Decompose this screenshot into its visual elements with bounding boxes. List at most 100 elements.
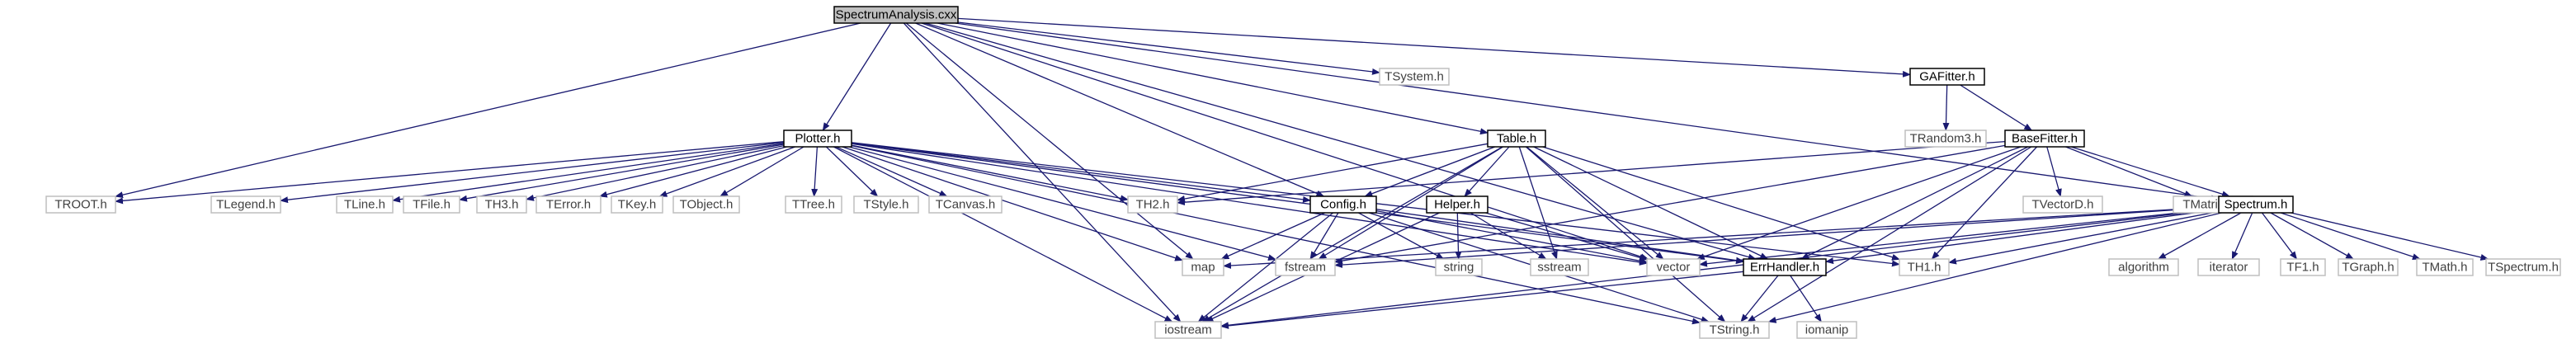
node-label-helper: Helper.h: [1434, 198, 1480, 212]
edges-layer: [115, 17, 2489, 329]
edge-basefitter-to-errhandler: [1800, 146, 2029, 260]
node-box-plotter: [783, 129, 852, 148]
node-box-helper: [1426, 195, 1489, 214]
node-label-spectrumanalysis: SpectrumAnalysis.cxx: [836, 8, 957, 22]
edge-plotter-to-tobject: [719, 146, 804, 197]
node-errhandler[interactable]: ErrHandler.h: [1743, 258, 1827, 276]
node-box-ttree: [785, 195, 842, 214]
node-box-tfile: [403, 195, 460, 214]
node-tstring: TString.h: [1699, 321, 1770, 339]
edge-table-to-tstring: [1525, 146, 1726, 323]
node-config[interactable]: Config.h: [1309, 195, 1377, 214]
edge-plotter-to-tstyle: [825, 146, 879, 197]
edge-basefitter-to-vector: [1696, 146, 2022, 260]
edge-spectrumanalysis-to-troot: [115, 22, 861, 199]
edge-spectrumanalysis-to-errhandler: [925, 22, 1757, 261]
edge-plotter-to-errhandler: [851, 142, 1744, 265]
node-box-tcanvas: [928, 195, 1003, 214]
edge-spectrumanalysis-to-tsystem: [957, 21, 1380, 75]
edge-spectrumanalysis-to-config: [915, 22, 1325, 197]
node-box-fstream: [1275, 258, 1336, 276]
node-table[interactable]: Table.h: [1487, 129, 1546, 148]
node-label-algorithm: algorithm: [2118, 261, 2169, 275]
edge-plotter-to-tlegend: [280, 142, 785, 204]
node-spectrum[interactable]: Spectrum.h: [2218, 195, 2294, 214]
node-box-trandom3: [1904, 129, 1987, 148]
node-troot: TROOT.h: [45, 195, 116, 214]
node-label-trandom3: TRandom3.h: [1910, 132, 1982, 146]
node-string: string: [1435, 258, 1483, 276]
node-box-iterator: [2197, 258, 2260, 276]
edge-spectrum-to-tgraph: [2270, 212, 2354, 260]
node-tstyle: TStyle.h: [853, 195, 919, 214]
edge-spectrum-to-vector: [1699, 208, 2220, 267]
edge-table-to-fstream: [1318, 146, 1503, 260]
node-box-tf1: [2280, 258, 2326, 276]
node-box-tkey: [611, 195, 663, 214]
node-basefitter[interactable]: BaseFitter.h: [2004, 129, 2085, 148]
node-label-tline: TLine.h: [344, 198, 385, 212]
edge-table-to-config: [1364, 146, 1496, 197]
edge-spectrum-to-errhandler: [1825, 209, 2220, 265]
node-sstream: sstream: [1530, 258, 1589, 276]
edge-spectrum-to-tstring: [1767, 212, 2222, 323]
edge-table-to-iostream: [1201, 146, 1503, 323]
edge-table-to-sstream: [1518, 146, 1558, 260]
node-tsystem: TSystem.h: [1379, 68, 1450, 86]
node-map: map: [1182, 258, 1224, 276]
node-th2: TH2.h: [1127, 195, 1178, 214]
node-box-spectrumanalysis: [833, 6, 959, 24]
node-box-errhandler: [1743, 258, 1827, 276]
node-spectrumanalysis[interactable]: SpectrumAnalysis.cxx: [833, 6, 959, 24]
node-box-table: [1487, 129, 1546, 148]
node-label-tcanvas: TCanvas.h: [936, 198, 996, 212]
node-label-vector: vector: [1657, 261, 1691, 275]
node-box-th1: [1899, 258, 1950, 276]
node-plotter[interactable]: Plotter.h: [783, 129, 852, 148]
node-label-fstream: fstream: [1285, 261, 1326, 275]
edge-table-to-vector: [1526, 146, 1664, 260]
node-box-tsystem: [1379, 68, 1450, 86]
node-vector: vector: [1646, 258, 1701, 276]
edge-helper-to-string: [1455, 212, 1462, 260]
edge-plotter-to-config: [851, 142, 1311, 203]
edge-plotter-to-vector: [851, 143, 1648, 266]
node-box-tmath: [2416, 258, 2474, 276]
node-box-spectrum: [2218, 195, 2294, 214]
edge-config-to-iostream: [1197, 212, 1334, 323]
node-box-gafitter: [1909, 68, 1985, 86]
node-label-tmath: TMath.h: [2422, 261, 2467, 275]
node-algorithm: algorithm: [2108, 258, 2179, 276]
node-tline: TLine.h: [336, 195, 394, 214]
node-tf1: TF1.h: [2280, 258, 2326, 276]
node-label-tstring: TString.h: [1710, 323, 1760, 337]
edge-helper-to-sstream: [1470, 212, 1547, 260]
node-helper[interactable]: Helper.h: [1426, 195, 1489, 214]
node-label-iomanip: iomanip: [1805, 323, 1849, 337]
node-box-sstream: [1530, 258, 1589, 276]
node-tcanvas: TCanvas.h: [928, 195, 1003, 214]
node-label-th1: TH1.h: [1908, 261, 1941, 275]
node-fstream: fstream: [1275, 258, 1336, 276]
node-label-th2: TH2.h: [1136, 198, 1170, 212]
node-gafitter[interactable]: GAFitter.h: [1909, 68, 1985, 86]
node-box-troot: [45, 195, 116, 214]
edge-plotter-to-troot: [115, 141, 785, 205]
node-box-tspectrum: [2485, 258, 2561, 276]
edge-basefitter-to-spectrum: [2070, 146, 2230, 198]
node-label-tf1: TF1.h: [2286, 261, 2319, 275]
node-iomanip: iomanip: [1796, 321, 1857, 339]
edge-spectrum-to-iterator: [2231, 212, 2253, 260]
node-label-tgraph: TGraph.h: [2342, 261, 2394, 275]
edge-plotter-to-th2: [851, 144, 1129, 202]
node-label-string: string: [1444, 261, 1474, 275]
edge-plotter-to-map: [842, 146, 1183, 261]
node-th3: TH3.h: [476, 195, 527, 214]
edge-helper-to-vector: [1485, 212, 1648, 261]
edge-table-to-th1: [1542, 146, 1900, 261]
edge-table-to-helper: [1464, 146, 1510, 197]
node-tfile: TFile.h: [403, 195, 460, 214]
node-label-map: map: [1191, 261, 1215, 275]
